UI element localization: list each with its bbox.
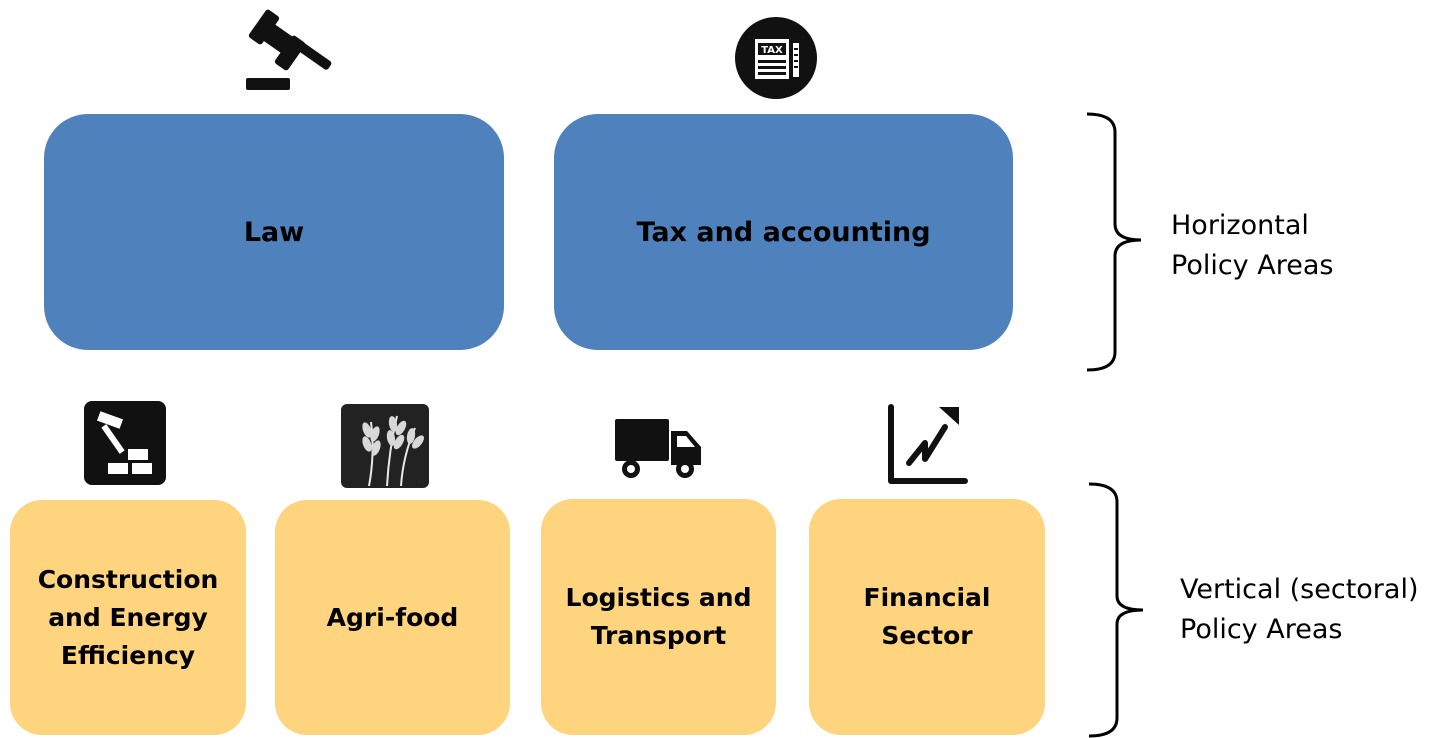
vertical-brace: [1088, 482, 1144, 738]
tax-document-icon: TAX: [735, 17, 817, 99]
financial-sector-box: Financial Sector: [809, 499, 1045, 735]
tax-accounting-label: Tax and accounting: [636, 216, 931, 248]
financial-sector-label: Financial Sector: [863, 583, 991, 650]
tax-accounting-box: Tax and accounting: [554, 114, 1013, 350]
finance-chart-icon: [888, 404, 968, 484]
vertical-policy-areas-label: Vertical (sectoral) Policy Areas: [1180, 574, 1419, 645]
horizontal-policy-areas-label: Horizontal Policy Areas: [1171, 210, 1334, 281]
logistics-label: Logistics and Transport: [565, 583, 752, 650]
construction-box: Construction and Energy Efficiency: [10, 500, 246, 735]
law-label: Law: [243, 216, 305, 248]
law-box: Law: [44, 114, 504, 350]
truck-icon: [615, 419, 701, 478]
agri-food-box: Agri-food: [275, 500, 510, 735]
construction-label: Construction and Energy Efficiency: [37, 564, 219, 670]
svg-text:TAX: TAX: [761, 45, 783, 56]
agri-food-label: Agri-food: [326, 602, 459, 632]
construction-icon: [84, 401, 166, 485]
gavel-icon: [246, 9, 332, 90]
wheat-icon: [341, 404, 429, 488]
horizontal-brace: [1086, 112, 1142, 372]
logistics-box: Logistics and Transport: [541, 499, 776, 735]
